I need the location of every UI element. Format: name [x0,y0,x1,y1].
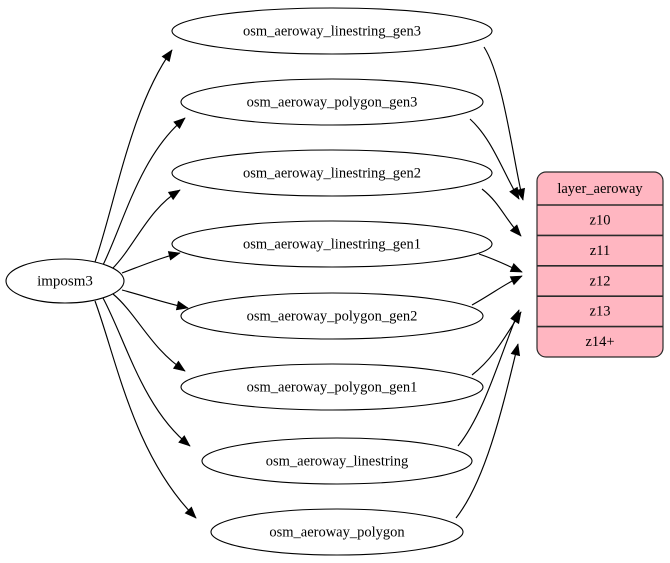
edge-arrowhead [167,189,181,201]
edge-imposm3-to-osm_aeroway_polygon_gen2 [121,289,189,311]
node-label: osm_aeroway_polygon_gen3 [247,94,418,110]
node-label: osm_aeroway_polygon_gen2 [247,308,418,324]
edge-arrowhead [173,117,186,130]
table-row-z11[interactable]: z11 [590,243,610,259]
node-imposm3[interactable]: imposm3 [5,258,125,304]
edge-arrowhead [178,435,191,447]
node-shape [5,258,125,304]
edge-path [112,293,186,372]
node-osm_aeroway_linestring_gen2[interactable]: osm_aeroway_linestring_gen2 [171,149,493,197]
nodes-layer: imposm3 osm_aeroway_linestring_gen3 osm_ae… [5,7,493,556]
edge-imposm3-to-osm_aeroway_linestring [102,297,191,447]
edge-imposm3-to-osm_aeroway_polygon_gen3 [102,117,186,266]
node-shape [171,149,493,197]
edge-arrowhead [175,300,189,311]
edge-arrowhead [509,224,522,237]
table-title: layer_aeroway [557,181,643,197]
table-row-z10[interactable]: z10 [590,213,611,229]
edge-arrowhead [509,263,523,273]
edge-arrowhead [510,309,520,323]
edge-path [469,118,520,200]
edge-osm_aeroway_polygon-to-z14+ [455,343,521,519]
table-node-layer_aeroway[interactable]: layer_aeroway z10 z11 z12 z13 z14+ [536,171,664,358]
edge-path [102,117,186,266]
edge-imposm3-to-osm_aeroway_linestring_gen1 [121,251,181,274]
table-body [536,171,664,358]
node-osm_aeroway_linestring_gen3[interactable]: osm_aeroway_linestring_gen3 [171,7,493,55]
node-osm_aeroway_polygon_gen2[interactable]: osm_aeroway_polygon_gen2 [180,292,484,340]
edge-osm_aeroway_linestring_gen2-to-z11 [481,188,522,237]
node-shape [201,437,473,485]
node-osm_aeroway_polygon[interactable]: osm_aeroway_polygon [210,508,464,556]
edge-path [483,46,524,201]
edge-imposm3-to-osm_aeroway_polygon_gen1 [112,293,186,372]
edge-osm_aeroway_linestring-to-z13 [457,309,520,447]
node-shape [180,78,484,126]
edge-path [94,300,197,519]
edge-osm_aeroway_polygon_gen2-to-z12 [471,275,523,306]
edge-osm_aeroway_linestring_gen3-to-z10 [483,46,525,201]
node-osm_aeroway_linestring[interactable]: osm_aeroway_linestring [201,437,473,485]
edge-osm_aeroway_polygon_gen3-to-z10 [469,118,520,200]
table-row-z12[interactable]: z12 [590,273,611,289]
node-label: osm_aeroway_polygon [269,524,405,540]
edge-path [457,309,520,447]
table-node-layer: layer_aeroway z10 z11 z12 z13 z14+ [536,171,664,358]
edge-imposm3-to-osm_aeroway_linestring_gen3 [94,49,173,263]
node-label: osm_aeroway_linestring_gen3 [243,23,421,39]
edge-path [111,189,181,270]
edge-arrowhead [515,187,525,201]
node-shape [180,363,484,411]
table-row-z13[interactable]: z13 [590,304,611,320]
node-shape [171,7,493,55]
node-label: imposm3 [37,273,93,289]
node-shape [180,292,484,340]
edges-layer [94,46,525,519]
node-osm_aeroway_linestring_gen1[interactable]: osm_aeroway_linestring_gen1 [171,220,493,268]
node-label: osm_aeroway_linestring [266,453,409,469]
edge-imposm3-to-osm_aeroway_polygon [94,300,197,519]
edge-osm_aeroway_linestring_gen1-to-z12 [478,253,523,273]
node-osm_aeroway_polygon_gen3[interactable]: osm_aeroway_polygon_gen3 [180,78,484,126]
edge-path [94,49,173,263]
table-row-z14p[interactable]: z14+ [585,334,614,350]
edge-path [455,343,519,519]
edge-arrowhead [167,251,181,261]
node-label: osm_aeroway_linestring_gen2 [243,165,421,181]
edge-arrowhead [161,49,173,63]
edge-arrowhead [510,343,521,357]
node-osm_aeroway_polygon_gen1[interactable]: osm_aeroway_polygon_gen1 [180,363,484,411]
edge-arrowhead [509,275,523,286]
node-shape [171,220,493,268]
edge-arrowhead [172,360,186,372]
edge-path [102,297,191,447]
node-label: osm_aeroway_polygon_gen1 [247,379,418,395]
edge-imposm3-to-osm_aeroway_linestring_gen2 [111,189,181,270]
node-label: osm_aeroway_linestring_gen1 [243,236,421,252]
node-shape [210,508,464,556]
edge-arrowhead [184,506,197,519]
edge-arrowhead [509,186,520,200]
